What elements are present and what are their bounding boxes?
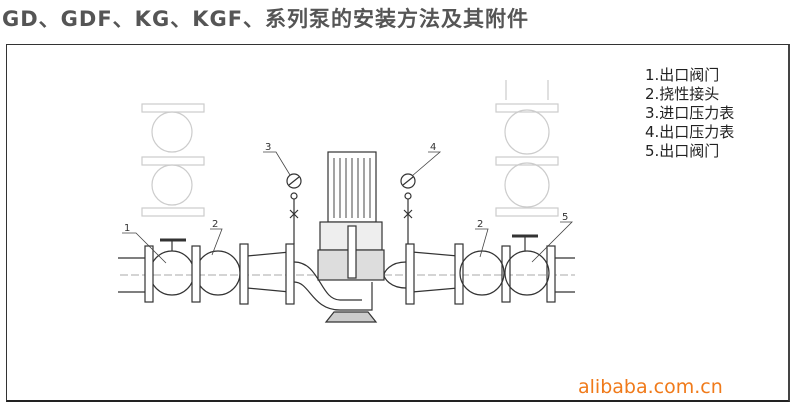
- legend-item: 2.挠性接头: [645, 85, 720, 103]
- callout-3: 3: [265, 142, 271, 153]
- callout-4: 4: [430, 142, 436, 153]
- callout-2-right: 2: [477, 219, 483, 230]
- diagram-frame: [6, 44, 790, 402]
- legend-item: 5.出口阀门: [645, 142, 720, 160]
- callout-5: 5: [562, 212, 568, 223]
- ghost-drawing-left: [141, 103, 205, 217]
- callout-2-left: 2: [212, 219, 218, 230]
- page-title: GD、GDF、KG、KGF、系列泵的安装方法及其附件: [2, 7, 530, 31]
- flexible-joint-right: [459, 250, 505, 296]
- leader-lines: [122, 151, 573, 264]
- flanges: [144, 243, 556, 305]
- outlet-valve-left: [149, 238, 195, 296]
- ghost-drawing-right: [495, 80, 559, 217]
- flexible-joint-left: [195, 250, 241, 296]
- pump: [293, 151, 407, 323]
- callout-1: 1: [124, 223, 130, 234]
- outlet-valve-right: [504, 234, 550, 296]
- inlet-pressure-gauge: [286, 173, 302, 244]
- parts-legend: 1.出口阀门 2.挠性接头 3.进口压力表 4.出口压力表 5.出口阀门: [645, 66, 734, 161]
- legend-item: 4.出口压力表: [645, 123, 735, 141]
- legend-item: 3.进口压力表: [645, 104, 735, 122]
- outlet-pressure-gauge: [400, 173, 416, 244]
- legend-item: 1.出口阀门: [645, 66, 720, 84]
- watermark: alibaba.com.cn: [578, 376, 723, 398]
